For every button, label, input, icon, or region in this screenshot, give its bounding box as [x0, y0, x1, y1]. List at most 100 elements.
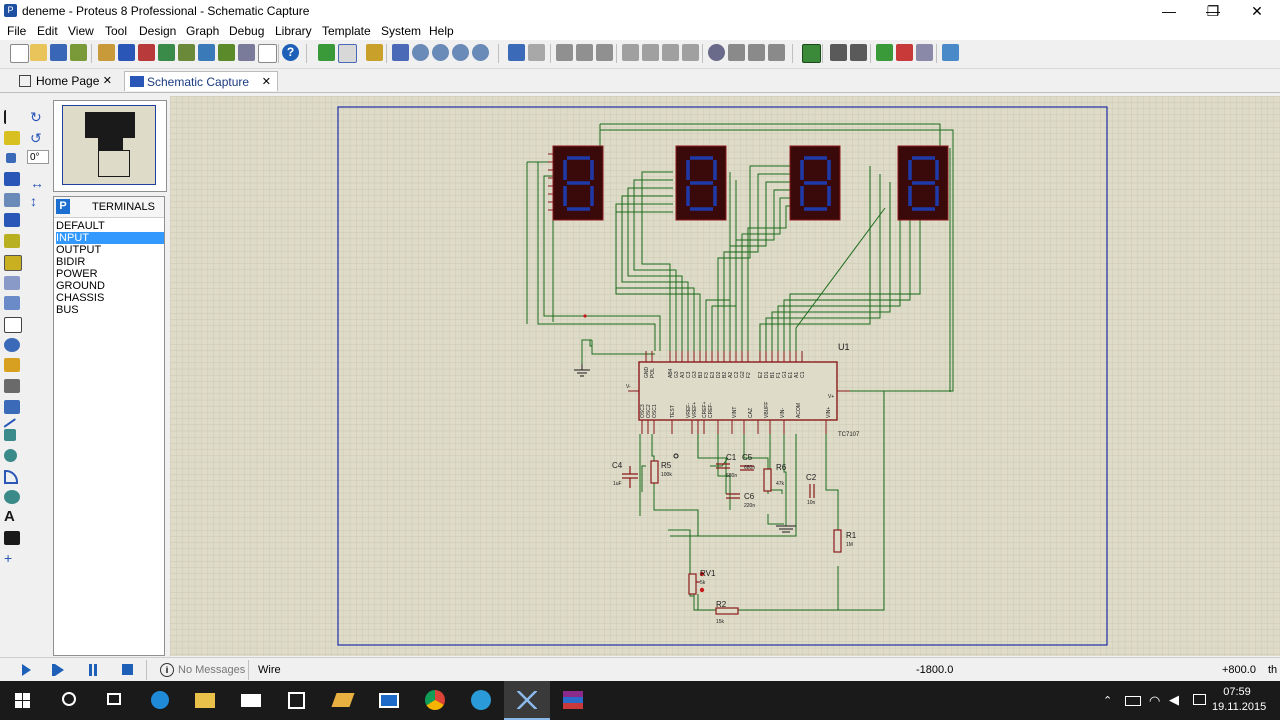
- start-button[interactable]: [0, 681, 46, 720]
- taskbar-file-explorer[interactable]: [182, 681, 228, 720]
- wifi-icon[interactable]: ◠: [1149, 693, 1161, 708]
- rotation-angle-field[interactable]: 0°: [27, 150, 49, 164]
- mirror-horizontal-icon[interactable]: ↔: [30, 175, 44, 191]
- taskbar-chrome[interactable]: [412, 681, 458, 720]
- junction-dot-icon[interactable]: [6, 153, 16, 163]
- show-hidden-icons-icon[interactable]: ⌃: [1103, 695, 1113, 707]
- grid-toggle-icon[interactable]: [338, 44, 357, 63]
- box-tool-icon[interactable]: [4, 429, 16, 441]
- redo-icon[interactable]: [528, 44, 545, 61]
- gerber-viewer-icon[interactable]: [158, 44, 175, 61]
- exit-to-parent-icon[interactable]: [916, 44, 933, 61]
- import-icon[interactable]: [70, 44, 87, 61]
- menu-debug[interactable]: Debug: [229, 24, 265, 38]
- terminal-power[interactable]: POWER: [56, 268, 98, 280]
- menu-file[interactable]: File: [7, 24, 27, 38]
- path-tool-icon[interactable]: [4, 490, 20, 504]
- tab-home-page[interactable]: Home Page ✕: [14, 71, 118, 91]
- taskbar-proteus[interactable]: [504, 681, 550, 720]
- tape-recorder-icon[interactable]: [4, 317, 22, 333]
- schematic-editing-window[interactable]: U1 TC7107 V- V+ GND POL AB4 G3 A3 C3 G3 …: [170, 96, 1280, 656]
- cut-icon[interactable]: [556, 44, 573, 61]
- menu-library[interactable]: Library: [275, 24, 312, 38]
- close-window-button[interactable]: ✕: [1251, 3, 1263, 19]
- minimize-window-button[interactable]: —: [1162, 3, 1176, 19]
- pan-icon[interactable]: [392, 44, 409, 61]
- zoom-area-icon[interactable]: [472, 44, 489, 61]
- capacitor-c1[interactable]: [716, 463, 730, 469]
- menu-graph[interactable]: Graph: [186, 24, 220, 38]
- home-page-icon[interactable]: [98, 44, 115, 61]
- menu-view[interactable]: View: [68, 24, 94, 38]
- potentiometer-rv1[interactable]: [688, 573, 700, 595]
- block-copy-icon[interactable]: [622, 44, 639, 61]
- pause-simulation-icon[interactable]: [89, 664, 92, 676]
- new-file-icon[interactable]: [10, 44, 29, 63]
- make-device-icon[interactable]: [728, 44, 745, 61]
- pick-device-icon[interactable]: [708, 44, 725, 61]
- text-script-icon[interactable]: [4, 193, 20, 207]
- pick-devices-icon[interactable]: P: [56, 199, 70, 214]
- zoom-out-icon[interactable]: [432, 44, 449, 61]
- help-icon[interactable]: ?: [282, 44, 299, 61]
- ground-symbol-1[interactable]: [574, 364, 590, 377]
- current-probe-icon[interactable]: [4, 379, 20, 393]
- schematic-canvas[interactable]: U1 TC7107 V- V+ GND POL AB4 G3 A3 C3 G3 …: [170, 96, 1280, 656]
- arc-tool-icon[interactable]: [4, 470, 18, 484]
- taskbar-pencil-app[interactable]: [320, 681, 366, 720]
- rotate-anticlockwise-icon[interactable]: ↺: [30, 130, 42, 146]
- overview-window[interactable]: [53, 100, 167, 192]
- seven-segment-display-4[interactable]: [897, 145, 949, 221]
- graph-mode-icon[interactable]: [4, 296, 20, 310]
- task-view-button[interactable]: [92, 681, 138, 720]
- ground-symbol-2[interactable]: [776, 525, 796, 533]
- maximize-window-button[interactable]: ❐: [1206, 3, 1220, 19]
- block-move-icon[interactable]: [642, 44, 659, 61]
- wire-autorouter-icon[interactable]: [802, 44, 821, 63]
- play-simulation-icon[interactable]: [22, 664, 31, 676]
- close-tab-home-page-icon[interactable]: ✕: [102, 75, 112, 87]
- terminal-chassis[interactable]: CHASSIS: [56, 292, 105, 304]
- new-sheet-icon[interactable]: [876, 44, 893, 61]
- terminal-default[interactable]: DEFAULT: [56, 220, 105, 232]
- stop-simulation-icon[interactable]: [122, 664, 133, 675]
- capacitor-c5[interactable]: [740, 465, 754, 471]
- device-pins-icon[interactable]: [4, 276, 20, 290]
- menu-system[interactable]: System: [381, 24, 422, 38]
- terminal-bidir[interactable]: BIDIR: [56, 256, 86, 268]
- battery-icon[interactable]: [1125, 696, 1141, 706]
- notes-icon[interactable]: [258, 44, 277, 63]
- design-explorer-icon[interactable]: [198, 44, 215, 61]
- seven-segment-display-2[interactable]: [675, 145, 727, 221]
- capacitor-c4[interactable]: [622, 466, 638, 488]
- paste-icon[interactable]: [596, 44, 613, 61]
- resistor-r1[interactable]: [833, 529, 842, 553]
- tab-schematic-capture[interactable]: Schematic Capture ✕: [124, 71, 278, 91]
- clock-time[interactable]: 07:59: [1223, 686, 1251, 698]
- search-button[interactable]: [46, 681, 92, 720]
- terminal-ground[interactable]: GROUND: [56, 280, 105, 292]
- taskbar-store[interactable]: [274, 681, 320, 720]
- menu-design[interactable]: Design: [139, 24, 177, 38]
- terminal-output[interactable]: OUTPUT: [56, 244, 102, 256]
- marker-tool-icon[interactable]: +: [4, 550, 13, 566]
- copy-icon[interactable]: [576, 44, 593, 61]
- save-icon[interactable]: [50, 44, 67, 61]
- clock-date[interactable]: 19.11.2015: [1212, 701, 1267, 713]
- taskbar-refresh-app[interactable]: [458, 681, 504, 720]
- close-tab-schematic-icon[interactable]: ✕: [261, 76, 271, 88]
- search-tag-icon[interactable]: [830, 44, 847, 61]
- zoom-in-icon[interactable]: [412, 44, 429, 61]
- block-rotate-icon[interactable]: [662, 44, 679, 61]
- menu-help[interactable]: Help: [429, 24, 454, 38]
- bom-icon[interactable]: [218, 44, 235, 61]
- schematic-capture-icon[interactable]: [118, 44, 135, 61]
- minimize-button[interactable]: —: [1206, 3, 1220, 19]
- open-folder-icon[interactable]: [30, 44, 47, 61]
- block-delete-icon[interactable]: [682, 44, 699, 61]
- undo-icon[interactable]: [508, 44, 525, 61]
- taskbar-winrar[interactable]: [550, 681, 596, 720]
- u1-tc7107-chip[interactable]: [628, 351, 850, 434]
- seven-segment-display-3[interactable]: [789, 145, 841, 221]
- zoom-all-icon[interactable]: [452, 44, 469, 61]
